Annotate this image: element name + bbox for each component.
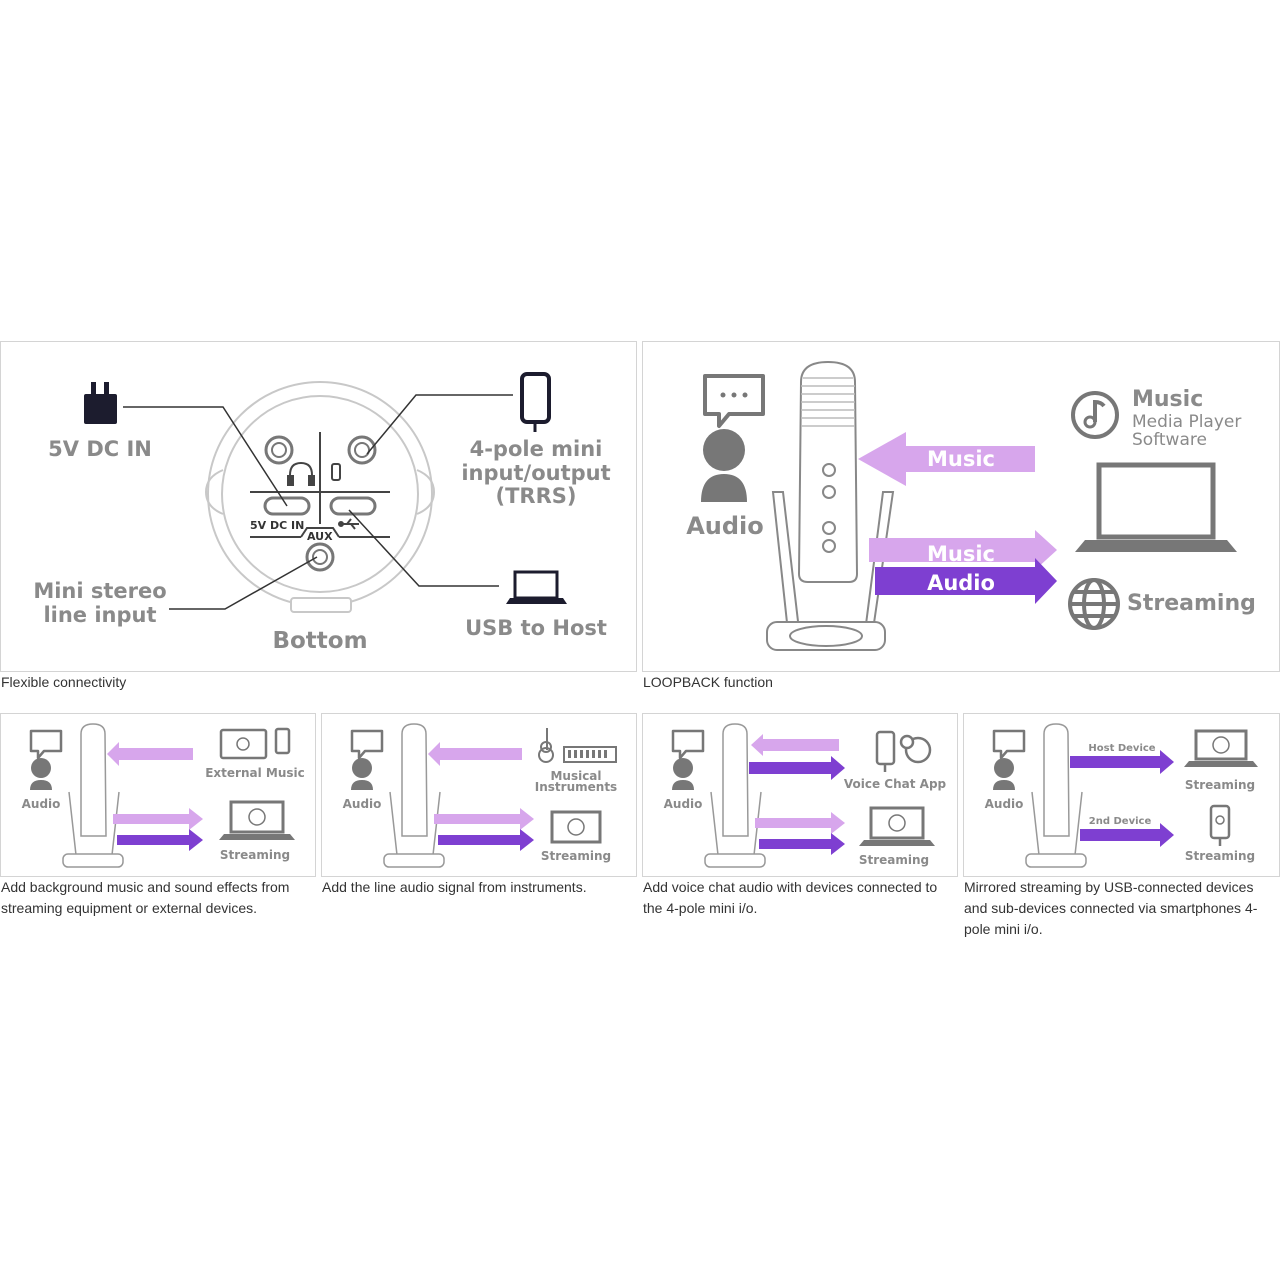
arrow-out-audio-label: Audio (927, 571, 995, 595)
scenario-panel-voice-chat: Audio Voice Chat App Streaming (642, 713, 958, 877)
laptop-icon (1075, 462, 1237, 552)
arrow-out-1 (434, 808, 534, 830)
arrow-in-music-label: Music (927, 447, 995, 471)
scenario-panel-instruments: Audio Musical Instruments Streaming (321, 713, 637, 877)
arrow-audio-out (875, 558, 1057, 604)
usb-icon (338, 518, 359, 530)
label-instruments-2: Instruments (535, 780, 617, 794)
label-streaming-1: Streaming (1185, 778, 1255, 792)
tag-host-device: Host Device (1088, 743, 1155, 754)
loopback-audio-label: Audio (686, 512, 764, 540)
laptop-icon (859, 806, 935, 846)
person-icon (351, 758, 373, 790)
guitar-icon (538, 728, 554, 763)
monitor-icon (550, 810, 602, 844)
scenario-panel-mirrored: Audio Host Device 2nd Device Streaming S… (963, 713, 1280, 877)
laptop-icon (1184, 729, 1258, 767)
chat-bubble-icon (350, 729, 384, 760)
audio-label: Audio (22, 797, 61, 811)
label-streaming-2: Streaming (1185, 849, 1255, 863)
label-external-music: External Music (205, 766, 305, 780)
caption-connectivity: Flexible connectivity (1, 674, 127, 690)
port-aux (305, 542, 335, 572)
person-icon (30, 758, 52, 790)
arrow-host (1070, 750, 1174, 774)
arrow-out-2 (117, 829, 203, 851)
headphones-icon (287, 461, 315, 486)
tag-2nd-device: 2nd Device (1089, 816, 1152, 827)
port-dc (263, 496, 311, 516)
mini-stereo-label-line2: line input (43, 603, 156, 627)
arrow-2nd (1080, 823, 1174, 847)
label-streaming: Streaming (220, 848, 290, 862)
trrs-label-line1: 4-pole mini (470, 437, 603, 461)
label-voice-chat: Voice Chat App (844, 777, 947, 791)
audio-label: Audio (664, 797, 703, 811)
caption-scenario-3: Add voice chat audio with devices connec… (643, 879, 938, 916)
arrow-out-1 (113, 808, 203, 830)
arrow-in (751, 734, 839, 756)
person-icon (701, 429, 747, 502)
chat-bubble-icon (992, 729, 1026, 760)
arrow-in (428, 742, 522, 766)
trrs-label-line2: input/output (461, 461, 610, 485)
audio-label: Audio (343, 797, 382, 811)
arrow-music-in (858, 432, 1035, 486)
arrow-out-1 (755, 812, 845, 834)
label-streaming: Streaming (541, 849, 611, 863)
streaming-label: Streaming (1127, 591, 1256, 616)
dc-in-label: 5V DC IN (48, 437, 152, 461)
arrow-out-2 (438, 829, 534, 851)
trrs-label-line3: (TRRS) (496, 484, 577, 508)
microphone-icon (383, 723, 445, 868)
mini-stereo-label-line1: Mini stereo (33, 579, 166, 603)
person-icon (993, 758, 1015, 790)
chat-bubble-icon (703, 374, 765, 428)
device-bottom-view (204, 381, 436, 613)
player-line3: Software (1132, 430, 1207, 450)
player-title: Music (1132, 387, 1203, 412)
port-headphone (264, 435, 294, 465)
chat-bubble-icon (671, 729, 705, 760)
port-trrs (347, 435, 377, 465)
microphone-icon (704, 723, 766, 868)
device-aux-label: AUX (307, 530, 333, 543)
device-dc-label: 5V DC IN (250, 519, 304, 532)
caption-scenario-2: Add the line audio signal from instrumen… (322, 879, 587, 895)
bottom-label: Bottom (272, 628, 367, 654)
caption-loopback: LOOPBACK function (643, 674, 773, 690)
laptop-icon (506, 570, 567, 604)
arrow-out-chat (749, 756, 845, 780)
arrow-out-2 (759, 833, 845, 855)
connectivity-diagram: 5V DC IN AUX 5V DC IN 4-pole mini input/… (0, 341, 637, 672)
chat-bubble-icon (29, 729, 63, 760)
person-icon (672, 758, 694, 790)
audio-label: Audio (985, 797, 1024, 811)
player-line2: Media Player (1132, 412, 1241, 432)
caption-scenario-4: Mirrored streaming by USB-connected devi… (964, 879, 1258, 937)
arrow-in (107, 742, 193, 766)
scenario-panel-external-music: Audio External Music Streaming (0, 713, 316, 877)
usb-host-label: USB to Host (465, 616, 607, 640)
laptop-icon (219, 800, 295, 840)
phone-small-icon (331, 463, 341, 481)
microphone-icon (1025, 723, 1087, 868)
power-adapter-icon (84, 382, 117, 424)
external-device-icon (219, 727, 291, 760)
voice-chat-icon (875, 730, 932, 772)
microphone-icon (62, 723, 124, 868)
label-instruments-1: Musical (550, 769, 601, 783)
caption-scenario-1: Add background music and sound effects f… (1, 879, 290, 916)
arrow-music-out (869, 530, 1057, 570)
microphone-icon (766, 360, 895, 651)
smartphone-icon (1209, 804, 1231, 846)
smartphone-icon (520, 372, 551, 432)
port-usb (329, 496, 377, 516)
keyboard-icon (563, 746, 617, 763)
label-streaming: Streaming (859, 853, 929, 867)
loopback-diagram: Audio Music Music Audio (642, 341, 1280, 672)
globe-icon (1068, 578, 1120, 630)
arrow-out-music-label: Music (927, 542, 995, 566)
music-note-icon (1071, 391, 1119, 439)
